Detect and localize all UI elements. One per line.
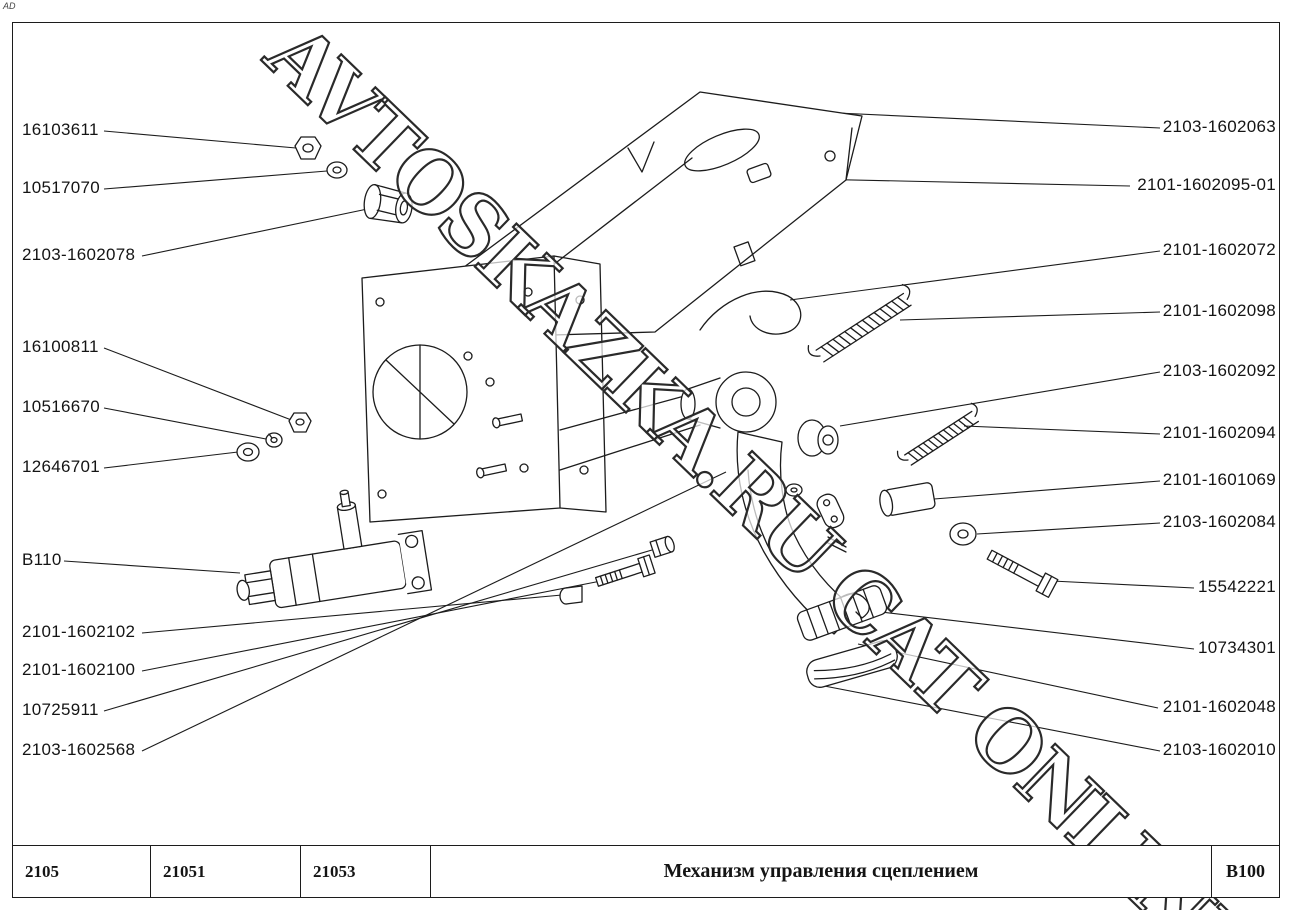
pedal-pivot-assembly [680,371,839,457]
leader-lines [63,111,1195,752]
part-label-2101-1602098: 2101-1602098 [1162,301,1276,320]
long-bolt [986,549,1059,598]
part-label-2101-1602100: 2101-1602100 [22,660,136,679]
pedal-hook-rod [699,290,802,335]
part-label-2101-1602072: 2101-1602072 [1162,240,1276,259]
model-cell-21053: 21053 [301,846,431,897]
tension-spring-short [896,402,980,466]
part-label-2101-1602102: 2101-1602102 [22,622,136,641]
mid-left-fasteners [236,412,312,462]
washer-right [949,522,977,546]
part-label-2103-1602063: 2103-1602063 [1162,117,1276,136]
part-label-16100811: 16100811 [22,337,99,356]
pivot-small-parts [785,483,870,619]
part-label-B110: B110 [22,550,62,569]
part-label-10516670: 10516670 [22,397,101,416]
pivot-pin [879,482,936,517]
part-label-2101-1601069: 2101-1601069 [1162,470,1276,489]
model-cell-21051: 21051 [151,846,301,897]
corner-mark: AD [3,1,16,11]
sheet-code: B100 [1225,861,1265,881]
clutch-pedal-lever [736,431,857,635]
part-label-10725911: 10725911 [22,700,99,719]
pedal-rubber-cover [806,640,898,688]
diagram-title: Механизм управления сцеплением [431,846,1212,897]
part-label-12646701: 12646701 [22,457,101,476]
part-label-2101-1602048: 2101-1602048 [1162,697,1276,716]
tension-spring-long [807,283,912,363]
model-cell-2105: 2105 [13,846,151,897]
part-label-2103-1602078: 2103-1602078 [22,245,136,264]
title-block: 2105 21051 21053 Механизм управления сце… [12,845,1280,898]
pedal-pad [796,585,888,641]
part-label-16103611: 16103611 [22,120,99,139]
part-label-10734301: 10734301 [1197,638,1276,657]
part-label-2101-1602095-01: 2101-1602095-01 [1137,175,1276,194]
part-label-2103-1602092: 2103-1602092 [1162,361,1276,380]
top-left-fasteners [294,136,413,224]
master-cylinder [236,489,433,609]
bolt-nut-cluster [559,535,675,605]
bracket-plate [361,255,701,523]
part-label-2103-1602084: 2103-1602084 [1162,512,1276,531]
part-label-15542221: 15542221 [1197,577,1276,596]
part-label-10517070: 10517070 [22,178,101,197]
part-label-2101-1602094: 2101-1602094 [1162,423,1276,442]
part-label-2103-1602010: 2103-1602010 [1162,740,1276,759]
part-label-2103-1602568: 2103-1602568 [22,740,136,759]
